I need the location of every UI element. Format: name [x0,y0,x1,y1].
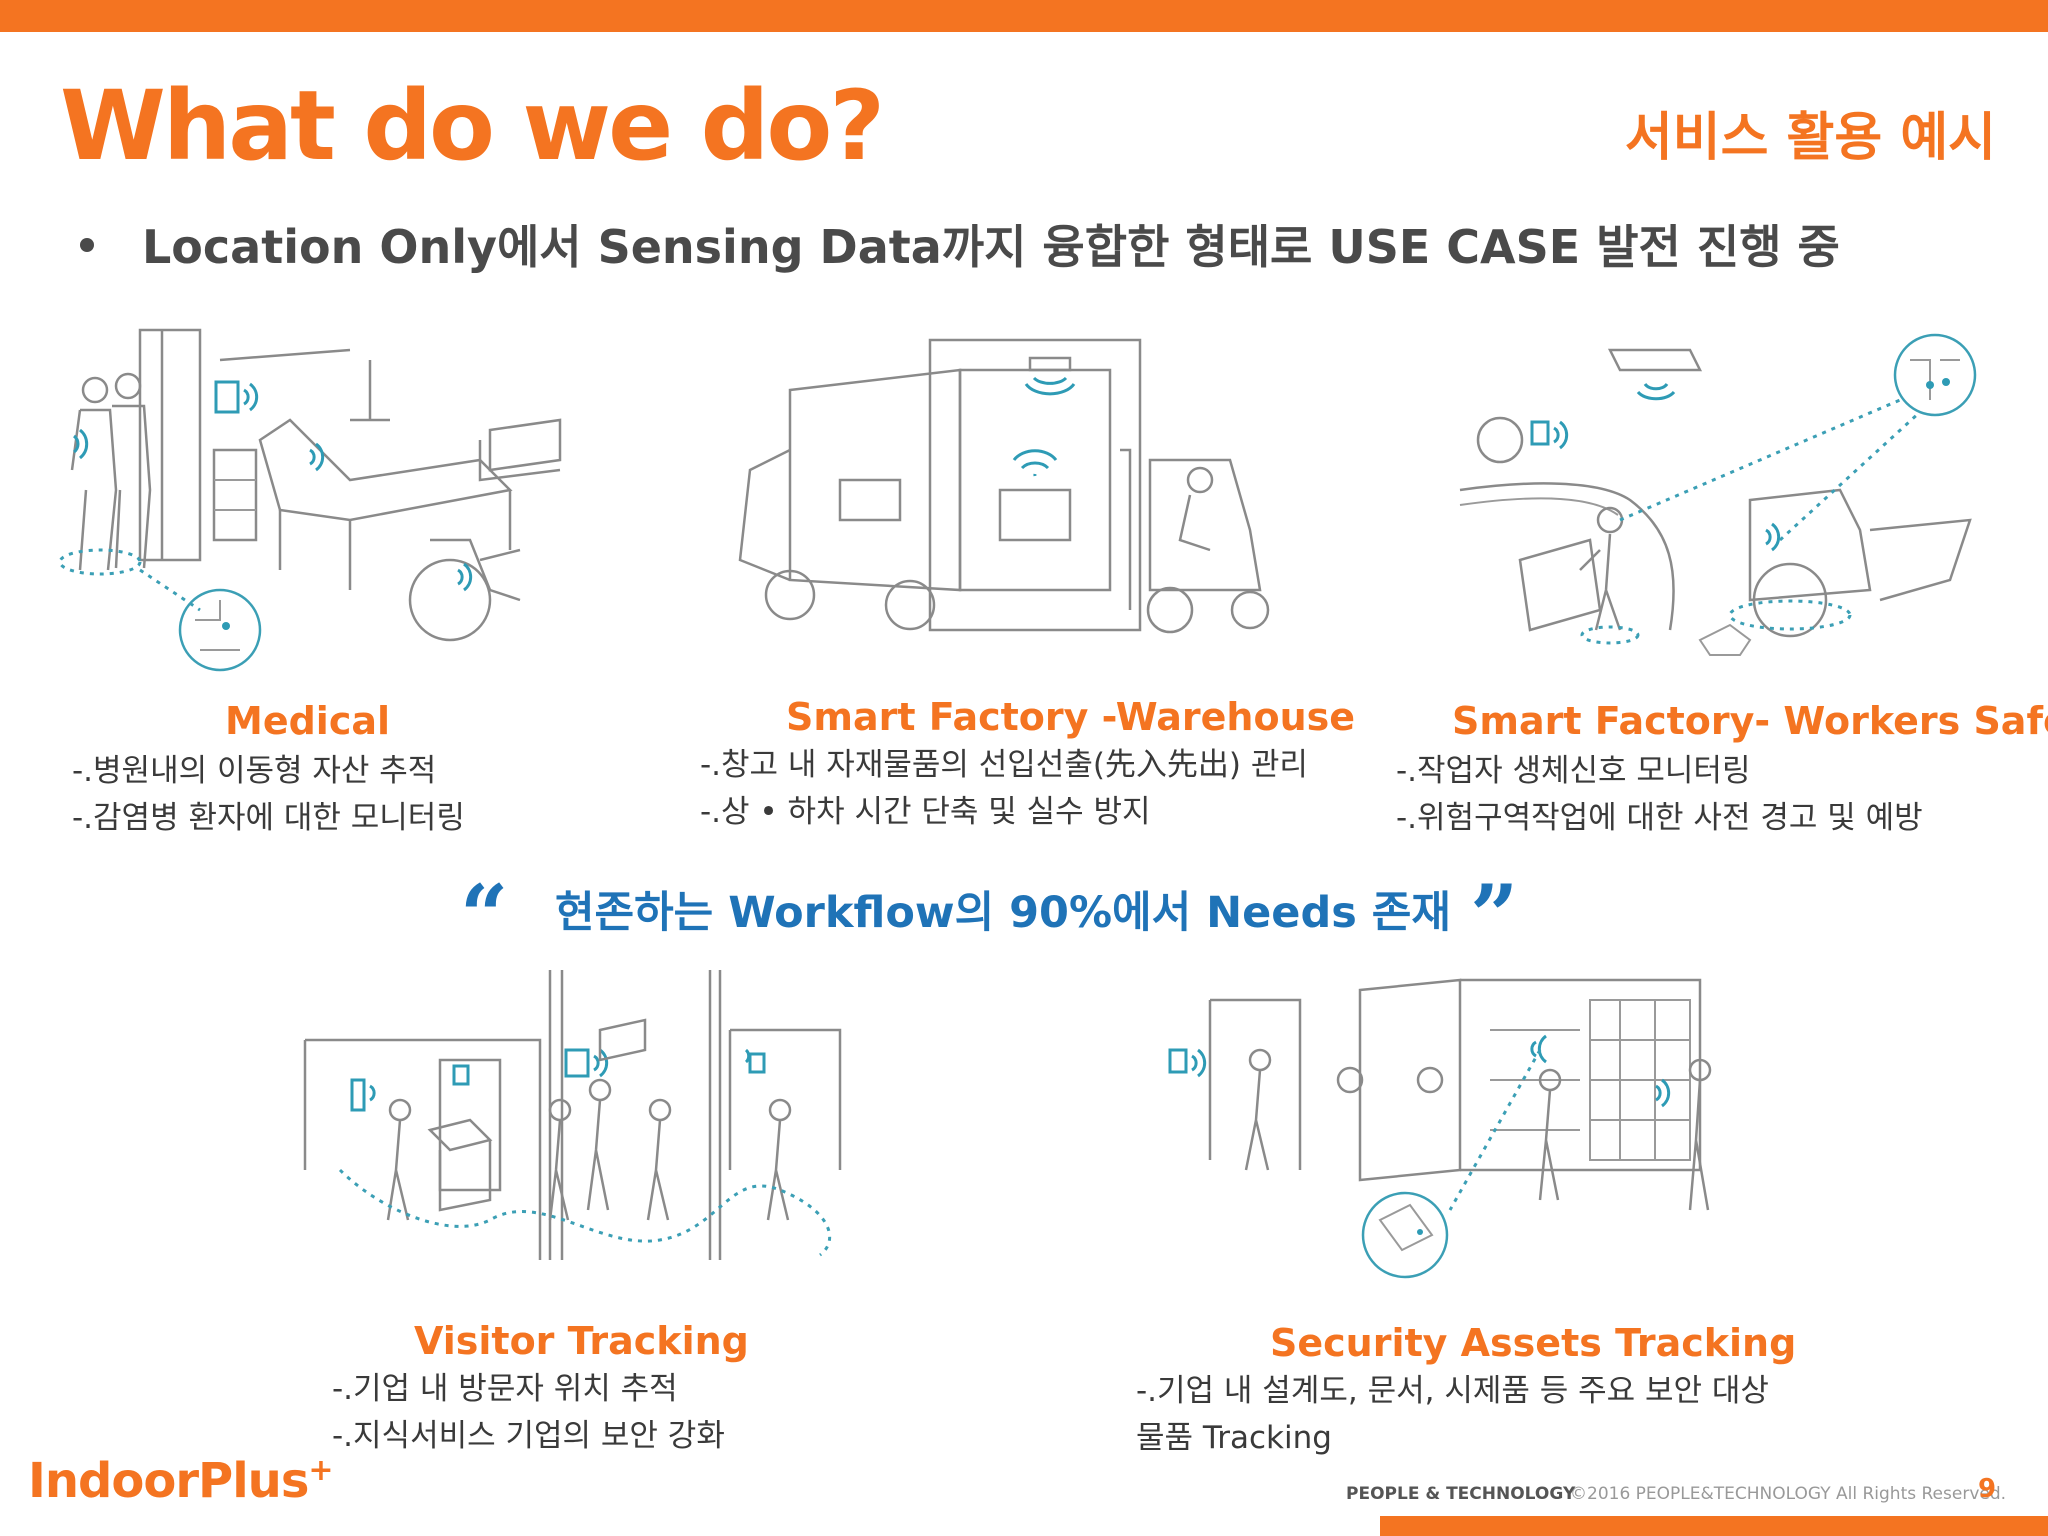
indoorplus-logo: IndoorPlus+ [28,1453,334,1506]
case-line: -.위험구역작업에 대한 사전 경고 및 예방 [1396,799,1923,836]
case-title-visitor-tracking: Visitor Tracking [414,1319,749,1363]
warehouse-illustration [730,330,1310,650]
case-title-workers-safety: Smart Factory- Workers Safety [1452,699,2048,743]
case-desc-warehouse: -.창고 내 자재물품의 선입선출(先入先出) 관리 -.상 • 하차 시간 단… [700,742,1308,835]
page-number: 9 [1978,1474,1997,1504]
medical-illustration [50,320,570,680]
case-title-security-assets: Security Assets Tracking [1270,1321,1797,1365]
case-line: 물품 Tracking [1136,1419,1332,1456]
quote-text: 현존하는 Workflow의 90%에서 Needs 존재 [555,888,1451,938]
open-quote-icon: “ [460,866,509,965]
case-line: -.상 • 하차 시간 단축 및 실수 방지 [700,793,1151,830]
footer-brand: PEOPLE & TECHNOLOGY [1346,1484,1576,1504]
case-desc-workers-safety: -.작업자 생체신호 모니터링 -.위험구역작업에 대한 사전 경고 및 예방 [1396,748,1923,841]
section-title: 서비스 활용 예시 [1624,108,1996,168]
workers-safety-illustration [1450,330,1990,670]
bullet-text: Location Only에서 Sensing Data까지 융합한 형태로 U… [142,220,1840,274]
case-line: -.병원내의 이동형 자산 추적 [72,753,437,789]
case-desc-visitor-tracking: -.기업 내 방문자 위치 추적 -.지식서비스 기업의 보안 강화 [332,1366,725,1459]
case-line: -.지식서비스 기업의 보안 강화 [332,1417,725,1454]
case-line: -.감염병 환자에 대한 모니터링 [72,799,465,836]
security-scene-graphic [1168,978,1712,1279]
warehouse-scene-graphic [738,338,1270,634]
logo-plus: + [308,1453,333,1488]
case-desc-medical: -.병원내의 이동형 자산 추적 -.감염병 환자에 대한 모니터링 [72,748,465,841]
case-line: -.작업자 생체신호 모니터링 [1396,753,1751,789]
medical-scene-graphic [58,328,562,672]
workers-safety-scene-graphic [1459,333,1977,656]
visitor-scene-graphic [303,970,842,1260]
case-desc-security-assets: -.기업 내 설계도, 문서, 시제품 등 주요 보안 대상 물품 Tracki… [1136,1368,1769,1461]
case-title-warehouse: Smart Factory -Warehouse [786,695,1356,739]
needs-quote: “ 현존하는 Workflow의 90%에서 Needs 존재 ” [460,874,1530,958]
security-assets-illustration [1160,970,1720,1290]
case-title-medical: Medical [225,699,391,743]
bottom-accent-bar [1380,1516,2048,1536]
case-line: -.창고 내 자재물품의 선입선출(先入先出) 관리 [700,747,1308,783]
footer-copyright: ©2016 PEOPLE&TECHNOLOGY All Rights Reser… [1570,1484,2007,1504]
case-line: -.기업 내 설계도, 문서, 시제품 등 주요 보안 대상 [1136,1373,1769,1409]
logo-text: IndoorPlus [28,1453,309,1509]
bullet-statement: Location Only에서 Sensing Data까지 융합한 형태로 U… [80,220,1840,275]
case-line: -.기업 내 방문자 위치 추적 [332,1371,678,1407]
close-quote-icon: ” [1470,866,1519,965]
page-title: What do we do? [60,70,885,182]
bullet-icon [80,237,94,252]
visitor-tracking-illustration [300,970,850,1270]
top-accent-bar [0,0,2048,32]
